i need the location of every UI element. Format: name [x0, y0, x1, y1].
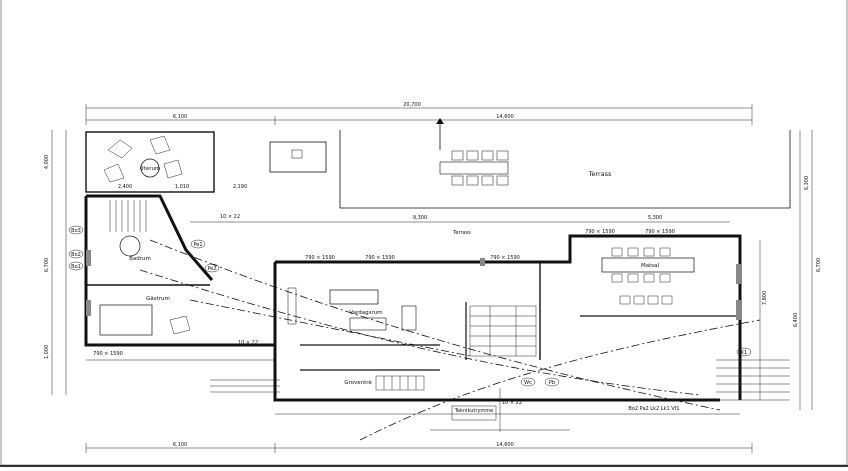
- tag-bo2: Bo2: [71, 252, 81, 258]
- bottom-tag-row: Bo2 Pa2 Lk2 Lk1 Vf1: [628, 406, 679, 412]
- room-label-vardagsrum: Vardagsrum: [349, 310, 382, 316]
- dim-right-bottom: 14,600: [496, 442, 514, 448]
- dim-mid-right: 5,300: [648, 215, 662, 221]
- dim-2190: 2,190: [233, 184, 247, 190]
- room-groventre: Groventré: [344, 375, 425, 391]
- right-dimension-chain: 6,300 6,700 7,800 6,400: [759, 130, 822, 410]
- room-label-gastrum: Gästrum: [146, 296, 170, 302]
- dim-right-6300: 6,300: [804, 176, 810, 190]
- main-stair: [469, 305, 537, 357]
- tag-pb: Pb: [549, 380, 555, 386]
- top-dimension-chain: 20,700 6,100 14,600: [85, 102, 753, 125]
- tag-pe2: Pe2: [207, 266, 216, 272]
- dim-right-6700: 6,700: [816, 258, 822, 272]
- dim-left-6700: 6,700: [44, 258, 50, 272]
- dim-mid-left: 9,300: [413, 215, 427, 221]
- room-label-terrass: Terrass: [588, 170, 612, 178]
- bottom-inner-dims: [86, 359, 740, 415]
- door-label-1: 10 × 22: [238, 340, 258, 346]
- room-matsal: Matsal: [601, 247, 695, 305]
- bottom-dimension-chain: 6,100 14,600: [85, 442, 753, 453]
- teknikutrymme-callout: Teknikutrymme: [430, 388, 570, 432]
- dim-left-bottom: 6,100: [173, 442, 187, 448]
- window-label-1: 790 × 1590: [93, 351, 123, 357]
- room-uterum: Uterum: [85, 131, 215, 193]
- tag-bo1: Bo1: [71, 264, 81, 270]
- tag-pe1: Pe1: [193, 242, 202, 248]
- room-label-uterum: Uterum: [140, 166, 161, 172]
- right-tags: K1 Wc Pb Bo2 Pa2 Lk2 Lk1 Vf1: [520, 347, 790, 412]
- left-wing-walls: Badrum Gästrum Bo3 Bo2 Bo1 Pe1 Pe2 790 ×…: [68, 194, 275, 357]
- room-vardagsrum: Vardagsrum: [287, 287, 417, 331]
- door-label-2: 10 × 22: [502, 400, 522, 406]
- section-lines: [139, 118, 761, 441]
- mid-dimension-chain: 9,300 5,300 2,400 1,010 2,190 Terrass: [118, 184, 730, 236]
- dim-right-7800: 7,800: [762, 291, 768, 305]
- dim-left-1000: 1,000: [44, 345, 50, 359]
- tag-bo3: Bo3: [71, 228, 81, 234]
- window-label-4: 790 × 1590: [490, 255, 520, 261]
- window-label-3: 790 × 1590: [365, 255, 395, 261]
- tag-k1: K1: [741, 350, 747, 356]
- window-label-5: 790 × 1590: [585, 229, 615, 235]
- room-label-matsal: Matsal: [641, 263, 660, 269]
- window-label-6: 790 × 1590: [645, 229, 675, 235]
- terrace-area: Terrass: [269, 130, 791, 209]
- room-label-teknikutrymme: Teknikutrymme: [454, 408, 493, 414]
- room-label-terrass-2: Terrass: [452, 230, 471, 236]
- dim-1010: 1,010: [175, 184, 189, 190]
- door-label-3: 10 × 22: [220, 214, 240, 220]
- main-house-walls: 790 × 1590 790 × 1590 790 × 1590 790 × 1…: [220, 214, 742, 406]
- left-dimension-chain: 4,000 6,700 1,000: [44, 130, 67, 395]
- dim-overall: 20,700: [403, 102, 421, 108]
- dim-right-top: 14,600: [496, 114, 514, 120]
- dim-right-6400: 6,400: [793, 313, 799, 327]
- window-label-2: 790 × 1590: [305, 255, 335, 261]
- dim-2400: 2,400: [118, 184, 132, 190]
- dim-left-top: 6,100: [173, 114, 187, 120]
- tag-wc: Wc: [524, 380, 532, 386]
- room-label-groventre: Groventré: [344, 379, 372, 386]
- dim-left-4000: 4,000: [44, 155, 50, 169]
- room-label-badrum: Badrum: [129, 256, 151, 262]
